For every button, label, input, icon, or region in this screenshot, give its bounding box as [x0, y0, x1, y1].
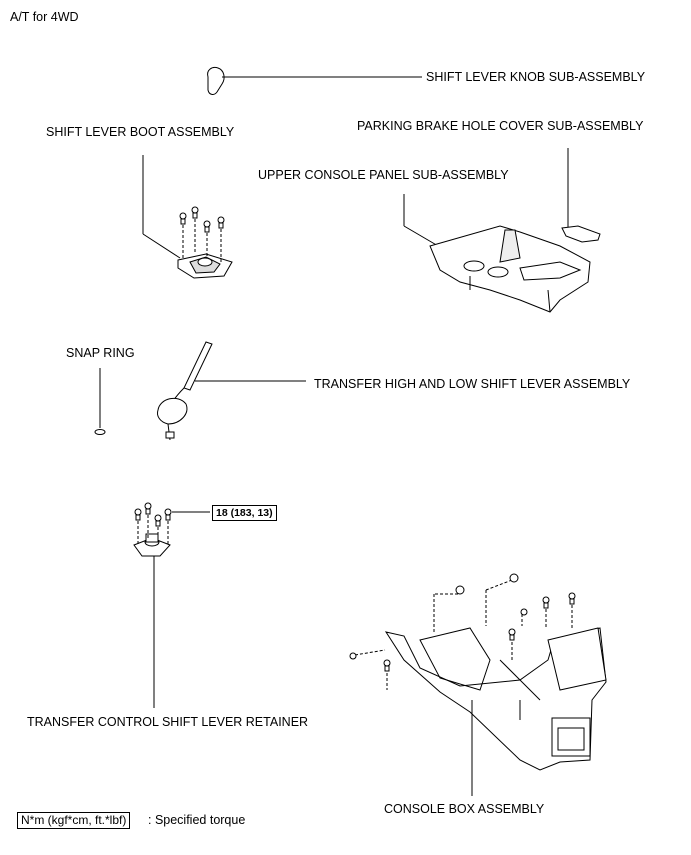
transfer-lever-drawing [157, 341, 306, 441]
parking-brake-cover-drawing [561, 148, 601, 243]
console-box-drawing [349, 573, 607, 796]
label-upper-console-panel: UPPER CONSOLE PANEL SUB-ASSEMBLY [258, 168, 509, 182]
label-parking-brake-cover: PARKING BRAKE HOLE COVER SUB-ASSEMBLY [357, 119, 644, 133]
label-console-box: CONSOLE BOX ASSEMBLY [384, 802, 545, 816]
torque-spec-box: 18 (183, 13) [212, 505, 277, 521]
shift-lever-boot-drawing [142, 155, 233, 279]
legend-description: : Specified torque [148, 813, 246, 827]
diagram-title: A/T for 4WD [10, 10, 79, 24]
label-transfer-lever: TRANSFER HIGH AND LOW SHIFT LEVER ASSEMB… [314, 377, 631, 391]
retainer-drawing [133, 502, 210, 708]
label-snap-ring: SNAP RING [66, 346, 135, 360]
label-shift-lever-boot: SHIFT LEVER BOOT ASSEMBLY [46, 125, 235, 139]
upper-console-panel-drawing [403, 194, 591, 313]
label-shift-lever-knob: SHIFT LEVER KNOB SUB-ASSEMBLY [426, 70, 646, 84]
shift-lever-knob-drawing [207, 67, 422, 95]
label-retainer: TRANSFER CONTROL SHIFT LEVER RETAINER [27, 715, 309, 729]
legend-unit-box: N*m (kgf*cm, ft.*lbf) [17, 812, 131, 829]
snap-ring-drawing [94, 368, 106, 435]
